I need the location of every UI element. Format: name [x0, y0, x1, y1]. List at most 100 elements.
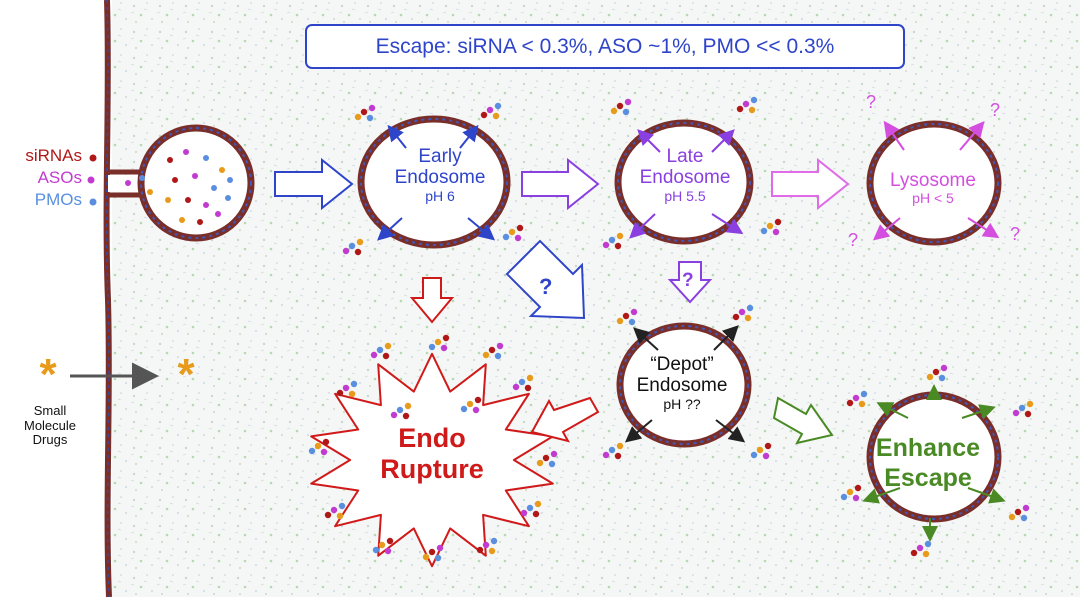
cargo-dot: [628, 318, 636, 326]
lysosome-escape-arrow: [967, 217, 1000, 239]
cargo-dot: [852, 394, 860, 402]
cargo-dot: [336, 512, 344, 520]
cargo-dot: [774, 218, 782, 226]
vesicle-cargo-dot: [203, 155, 209, 161]
early-escape-arrow: [387, 124, 407, 149]
cargo-dot: [482, 351, 490, 359]
cargo-dot: [354, 113, 362, 121]
vesicle-cargo-dot: [185, 197, 191, 203]
lysosome-label: Lysosome pH < 5: [878, 170, 988, 207]
cargo-dot: [474, 396, 482, 404]
cargo-dot: [534, 500, 542, 508]
lysosome-membrane-pattern: [869, 123, 999, 243]
cargo-dot: [512, 383, 520, 391]
early-escape-arrow: [459, 124, 479, 149]
endo-rupture-line2: Rupture: [380, 454, 484, 485]
cargo-dot: [442, 334, 450, 342]
depot-escape-arrow: [624, 419, 653, 443]
cargo-dot: [846, 488, 854, 496]
cargo-dot: [404, 402, 412, 410]
legend-aso-dot: [87, 176, 95, 184]
depot-endosome-ph: pH ??: [663, 395, 701, 412]
cargo-dot: [602, 241, 610, 249]
vesicle-cargo-dot: [172, 177, 178, 183]
cargo-dot: [924, 540, 932, 548]
cargo-dot: [840, 493, 848, 501]
question-mark-lysosome-bottom-left: ?: [848, 230, 859, 250]
cargo-dot: [336, 389, 344, 397]
flow-arrow-depot-to-escape: [772, 396, 834, 445]
flow-arrow-late-to-depot: [667, 261, 713, 304]
cargo-dot: [348, 242, 356, 250]
cargo-dot: [922, 550, 930, 558]
question-mark-lysosome-bottom-right: ?: [1010, 224, 1021, 244]
cargo-dot: [314, 442, 322, 450]
cargo-dot: [308, 447, 316, 455]
late-endosome-membrane-pattern: [617, 122, 751, 242]
lysosome-escape-arrow: [959, 120, 985, 151]
flow-arrow-early-to-rupture: [409, 277, 455, 324]
cargo-dot: [422, 553, 430, 561]
cargo-dot: [932, 368, 940, 376]
cargo-dot: [436, 544, 444, 552]
cargo-dot: [356, 238, 364, 246]
cargo-dot: [472, 406, 480, 414]
escape-escape-arrow: [967, 487, 1006, 504]
cargo-dot: [762, 452, 770, 460]
cargo-dot: [1022, 504, 1030, 512]
cargo-dot: [366, 114, 374, 122]
cargo-dot: [338, 502, 346, 510]
legend-sirna-dot: [89, 154, 97, 162]
cargo-dot: [486, 106, 494, 114]
vesicle-cargo-dot: [165, 197, 171, 203]
cargo-dot: [428, 343, 436, 351]
cargo-dot: [384, 547, 392, 555]
vesicle-cargo-dot: [225, 195, 231, 201]
cargo-dot: [732, 313, 740, 321]
entering-cargo-dot: [139, 175, 145, 181]
cargo-dot: [324, 511, 332, 519]
cargo-dot: [550, 450, 558, 458]
cargo-dot: [616, 442, 624, 450]
escape-escape-arrow: [876, 402, 909, 419]
question-mark-late-to-depot: ?: [682, 270, 694, 291]
escape-escape-arrow: [862, 487, 901, 504]
cargo-dot: [532, 510, 540, 518]
enhance-escape-line2: Escape: [884, 464, 972, 492]
cargo-dot: [524, 384, 532, 392]
cargo-dot: [494, 352, 502, 360]
endo-rupture-label: Endo Rupture: [372, 423, 492, 485]
cargo-dot: [376, 346, 384, 354]
depot-endosome-line1: “Depot”: [650, 354, 714, 375]
cargo-dot: [610, 107, 618, 115]
cargo-dot: [742, 100, 750, 108]
early-endosome-label: Early Endosome pH 6: [385, 146, 495, 204]
cargo-dot: [748, 106, 756, 114]
cargo-dot: [756, 446, 764, 454]
cargo-dot: [616, 317, 624, 325]
entering-cargo-dot: [147, 189, 153, 195]
cargo-dot: [508, 228, 516, 236]
vesicle-cargo-dot: [215, 211, 221, 217]
cargo-dot: [480, 111, 488, 119]
cargo-dot: [382, 352, 390, 360]
cargo-dot: [542, 454, 550, 462]
cargo-dot: [858, 400, 866, 408]
late-endosome-label: Late Endosome pH 5.5: [630, 146, 740, 204]
legend-sirnas: siRNAs: [25, 146, 82, 165]
cargo-dot: [348, 390, 356, 398]
cargo-dot: [622, 312, 630, 320]
entering-cargo-dot: [125, 180, 131, 186]
lysosome-escape-arrow: [883, 120, 905, 151]
cargo-dot: [434, 554, 442, 562]
cargo-dot: [1018, 404, 1026, 412]
lysosome-escape-arrow: [872, 217, 901, 241]
flow-arrow-depot-to-rupture: [530, 396, 600, 443]
cargo-dot: [772, 228, 780, 236]
cargo-dot: [516, 224, 524, 232]
cargo-dot: [940, 364, 948, 372]
cargo-dot: [434, 338, 442, 346]
depot-endosome-membrane-pattern: [619, 325, 749, 445]
